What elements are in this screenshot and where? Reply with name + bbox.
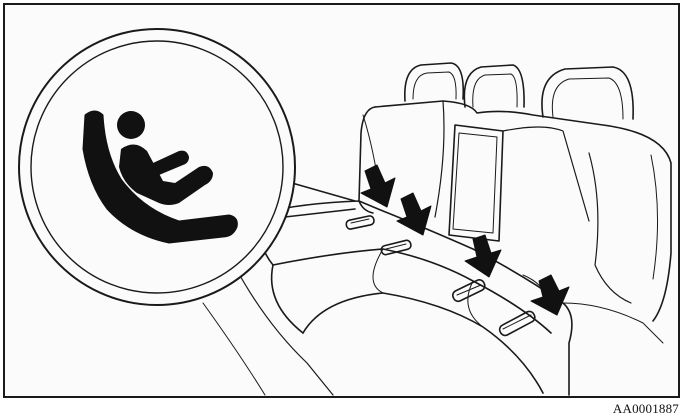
isofix-anchor-3 [451, 278, 486, 303]
headrest-left [405, 63, 463, 101]
headrest-right [542, 67, 633, 119]
arrow-down-icon [361, 165, 395, 207]
figure-code: AA0001887 [613, 401, 679, 417]
arrow-down-icon [531, 275, 569, 315]
isofix-anchor-4 [498, 310, 537, 338]
callout [19, 29, 355, 305]
headrest-center [464, 65, 524, 107]
rear-seat-illustration [3, 3, 680, 398]
isofix-anchor-1 [345, 215, 374, 230]
isofix-anchor-2 [380, 239, 411, 255]
